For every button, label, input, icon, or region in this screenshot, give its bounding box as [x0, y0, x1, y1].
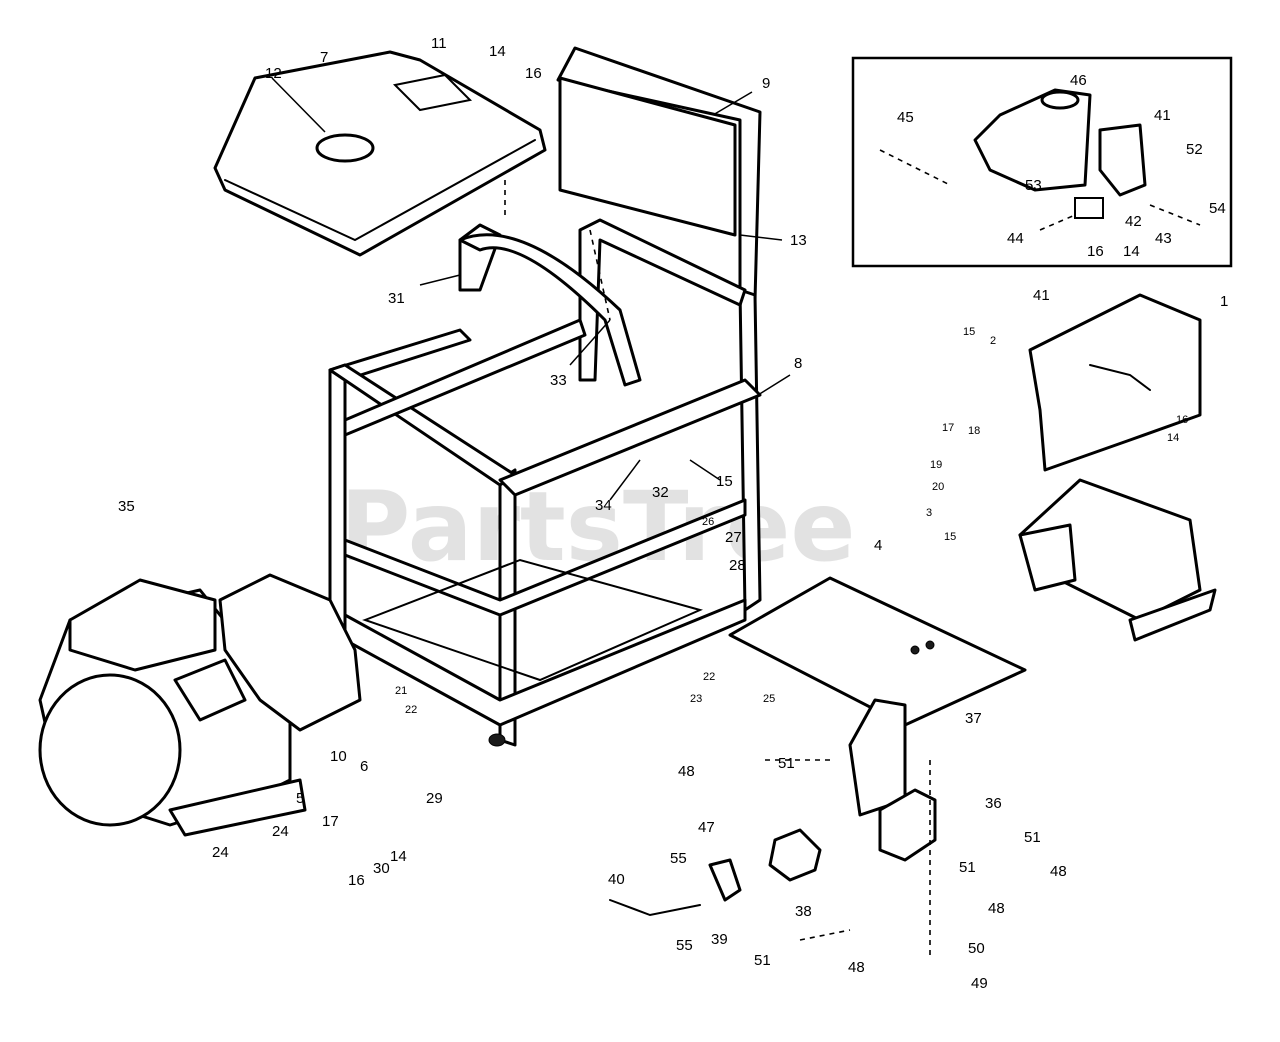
callout-41: 41	[1154, 107, 1171, 124]
callout-55: 55	[670, 850, 687, 867]
callout-51: 51	[778, 755, 795, 772]
fuel-tank	[213, 50, 547, 257]
callout-37: 37	[965, 710, 982, 727]
callout-54: 54	[1209, 200, 1226, 217]
mount-brackets	[848, 698, 937, 862]
callout-47: 47	[698, 819, 715, 836]
end-cover	[1028, 293, 1202, 472]
callout-14: 14	[489, 43, 506, 60]
callout-14: 14	[390, 848, 407, 865]
callout-15: 15	[716, 473, 733, 490]
callout-17: 17	[942, 422, 954, 434]
callout-52: 52	[1186, 141, 1203, 158]
callout-22: 22	[405, 704, 417, 716]
callout-23: 23	[690, 693, 702, 705]
callout-34: 34	[595, 497, 612, 514]
callout-50: 50	[968, 940, 985, 957]
callout-8: 8	[794, 355, 802, 372]
assembly-lines	[504, 180, 931, 960]
leader-lines	[271, 77, 791, 501]
callout-4: 4	[874, 537, 882, 554]
base-plate	[728, 576, 1027, 727]
callout-33: 33	[550, 372, 567, 389]
callout-48: 48	[1050, 863, 1067, 880]
callout-21: 21	[395, 685, 407, 697]
callout-29: 29	[426, 790, 443, 807]
callout-16: 16	[525, 65, 542, 82]
callout-51: 51	[959, 859, 976, 876]
callout-42: 42	[1125, 213, 1142, 230]
callout-15: 15	[963, 326, 975, 338]
callout-35: 35	[118, 498, 135, 515]
callout-14: 14	[1123, 243, 1140, 260]
callout-2: 2	[990, 335, 996, 347]
callout-40: 40	[608, 871, 625, 888]
callout-55: 55	[676, 937, 693, 954]
callout-17: 17	[322, 813, 339, 830]
callout-48: 48	[848, 959, 865, 976]
callout-39: 39	[711, 931, 728, 948]
callout-10: 10	[330, 748, 347, 765]
callout-36: 36	[985, 795, 1002, 812]
inset-detail	[851, 56, 1233, 268]
callout-32: 32	[652, 484, 669, 501]
callout-3: 3	[926, 507, 932, 519]
callout-49: 49	[971, 975, 988, 992]
callout-45: 45	[897, 109, 914, 126]
callout-12: 12	[265, 65, 282, 82]
callout-43: 43	[1155, 230, 1172, 247]
callout-38: 38	[795, 903, 812, 920]
engine	[38, 573, 362, 837]
callout-16: 16	[348, 872, 365, 889]
callout-27: 27	[725, 529, 742, 546]
callout-53: 53	[1025, 177, 1042, 194]
callout-16: 16	[1087, 243, 1104, 260]
callout-46: 46	[1070, 72, 1087, 89]
callout-20: 20	[932, 481, 944, 493]
callout-labels: 1234567891011121314141414151515161616161…	[118, 35, 1228, 992]
callout-11: 11	[431, 35, 447, 52]
generator-end	[1018, 478, 1217, 642]
callout-18: 18	[968, 425, 980, 437]
callout-51: 51	[1024, 829, 1041, 846]
frame	[328, 218, 762, 747]
callout-30: 30	[373, 860, 390, 877]
callout-7: 7	[320, 49, 328, 66]
callout-48: 48	[678, 763, 695, 780]
callout-14: 14	[1167, 432, 1179, 444]
callout-19: 19	[930, 459, 942, 471]
callout-51: 51	[754, 952, 771, 969]
callout-31: 31	[388, 290, 405, 307]
callout-6: 6	[360, 758, 368, 775]
fuel-cap	[315, 133, 375, 163]
callout-44: 44	[1007, 230, 1024, 247]
callout-26: 26	[702, 516, 714, 528]
callout-5: 5	[296, 790, 304, 807]
callout-1: 1	[1220, 293, 1228, 310]
callout-41: 41	[1033, 287, 1050, 304]
control-panel	[556, 46, 762, 302]
handle-parts	[609, 828, 822, 917]
callout-25: 25	[763, 693, 775, 705]
callout-16: 16	[1176, 414, 1188, 426]
callout-15: 15	[944, 531, 956, 543]
callout-22: 22	[703, 671, 715, 683]
callout-24: 24	[212, 844, 229, 861]
callout-13: 13	[790, 232, 807, 249]
callout-24: 24	[272, 823, 289, 840]
callout-9: 9	[762, 75, 770, 92]
callout-28: 28	[729, 557, 746, 574]
callout-48: 48	[988, 900, 1005, 917]
